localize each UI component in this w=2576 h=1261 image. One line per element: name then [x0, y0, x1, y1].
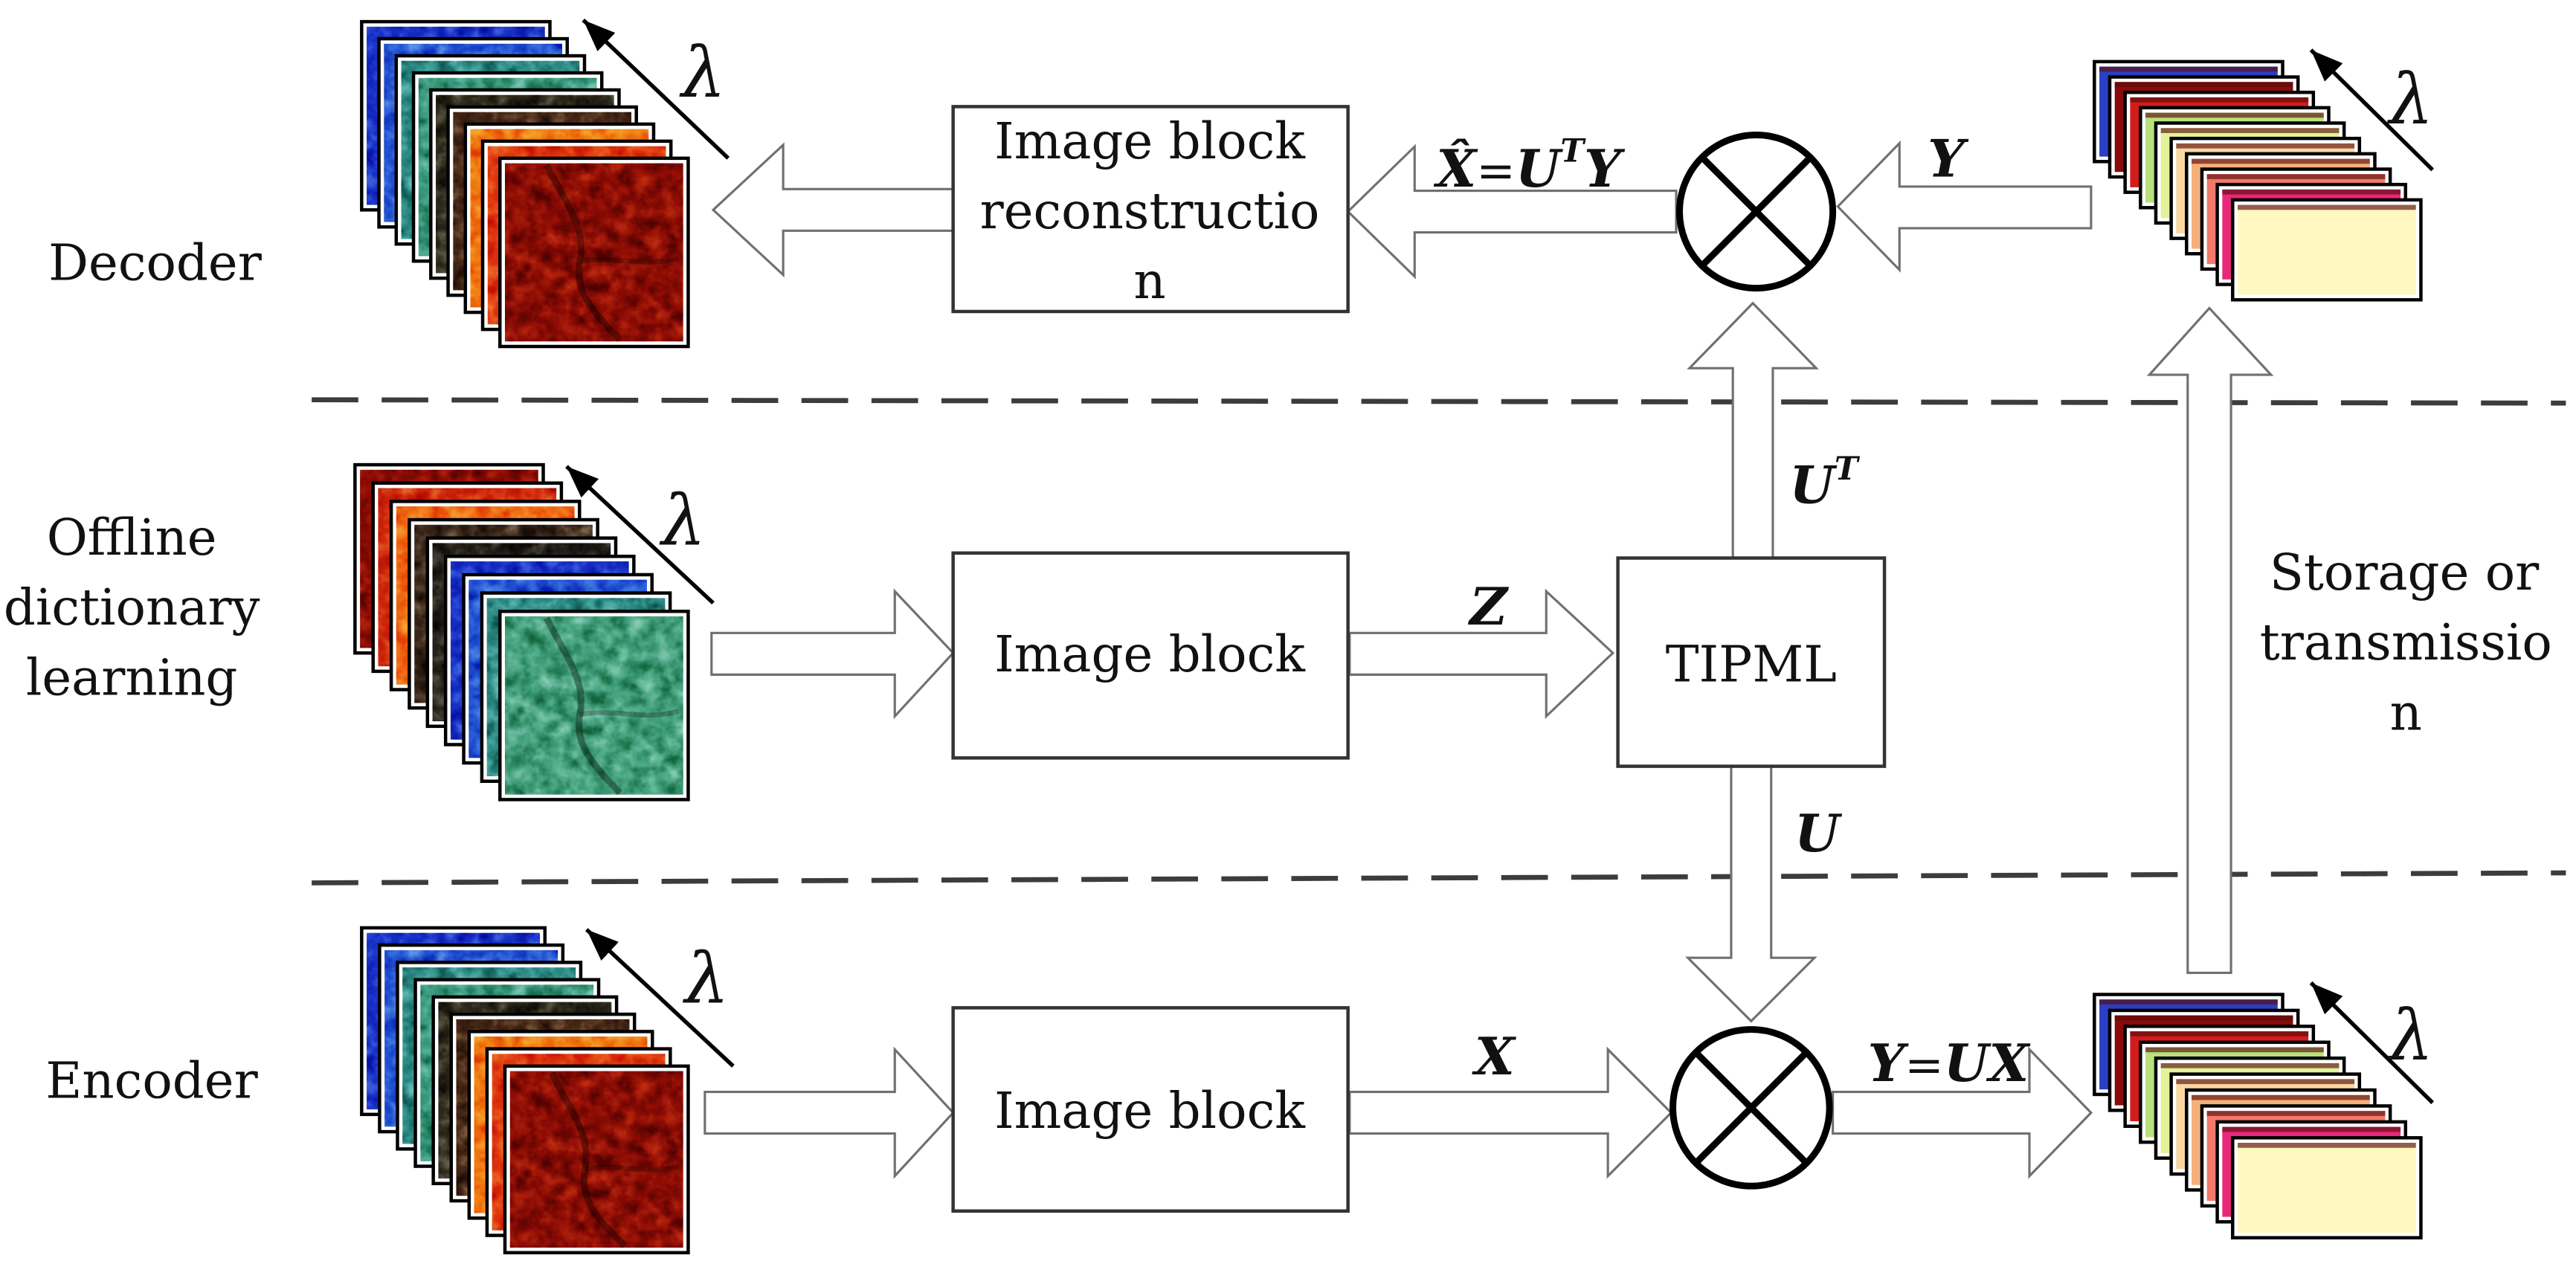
input-block-symbol: X — [1472, 1027, 1517, 1087]
wavelength-label-compressed: λ — [2386, 996, 2434, 1077]
equals-sign: = — [1904, 1038, 1944, 1092]
offline-row-label-line-3: learning — [26, 648, 238, 706]
reconstruction-box-line-3: n — [1133, 252, 1165, 310]
compressed-measurement-cube — [2093, 993, 2423, 1239]
wavelength-label-received: λ — [2386, 59, 2434, 141]
dictionary-symbol: U — [1794, 804, 1843, 864]
wavelength-label-encoder: λ — [682, 939, 730, 1020]
decoder-offline-separator — [312, 397, 2566, 406]
wavelength-axis-arrow-offline — [565, 465, 715, 604]
arrow-multiply-to-compressed-cube — [1832, 1046, 2093, 1179]
image-block-reconstruction-box — [951, 105, 1350, 314]
offline-image-block-box — [951, 551, 1350, 760]
wavelength-axis-arrow-decoder — [582, 18, 730, 160]
arrow-tipml-to-decoder-multiply — [1687, 301, 1819, 560]
arrow-image-block-to-encoder-multiply — [1348, 1046, 1673, 1179]
equals-sign: = — [1476, 143, 1516, 198]
arrow-storage-or-transmission — [2146, 306, 2274, 974]
input-image-cube — [360, 926, 690, 1255]
decoded-image-cube-band-9 — [498, 156, 690, 349]
arrow-input-cube-to-image-block — [703, 1046, 955, 1179]
encoder-image-block-box — [951, 1006, 1350, 1213]
training-image-cube — [353, 462, 690, 802]
channel-label-line-3: n — [2390, 683, 2422, 741]
offline-row-label-line-1: Offline — [47, 509, 217, 567]
x-symbol: X — [1986, 1033, 2031, 1094]
transpose-superscript: T — [1835, 451, 1861, 488]
input-image-cube-band-9 — [503, 1064, 690, 1255]
reconstruction-box-line-1: Image block — [994, 112, 1306, 170]
offline-encoder-separator — [312, 870, 2566, 886]
wavelength-axis-arrow-compressed — [2309, 981, 2435, 1105]
encoder-image-block-label: Image block — [994, 1082, 1306, 1140]
arrow-training-cube-to-image-block — [710, 588, 955, 720]
reconstruction-box-line-2: reconstructio — [980, 182, 1320, 240]
encoder-row-label: Encoder — [45, 1051, 258, 1109]
offline-image-block-label: Image block — [994, 625, 1306, 683]
y-symbol: Y — [1868, 1033, 1910, 1094]
wavelength-axis-arrow-received — [2309, 48, 2435, 172]
y-symbol: Y — [1584, 139, 1626, 199]
wavelength-label-decoder: λ — [678, 33, 726, 114]
arrow-image-block-to-tipml — [1348, 588, 1615, 720]
wavelength-label-offline: λ — [659, 481, 706, 562]
transpose-superscript: T — [1560, 132, 1586, 170]
compressed-measurement-cube-band-10 — [2231, 1136, 2423, 1239]
decoded-image-cube — [360, 19, 690, 349]
channel-label-line-2: transmissio — [2260, 613, 2552, 671]
tipml-label: TIPML — [1666, 635, 1837, 693]
training-data-symbol: Z — [1467, 577, 1509, 637]
reconstruction-equation: X̂=UTY — [1433, 132, 1626, 199]
multiply-operator-encoder — [1669, 1026, 1833, 1190]
x-hat-symbol: X̂ — [1433, 138, 1478, 199]
offline-row-label-line-2: dictionary — [4, 578, 260, 636]
arrow-multiply-to-reconstruction — [1346, 143, 1678, 280]
channel-label-line-1: Storage or — [2270, 544, 2540, 602]
arrow-received-cube-to-multiply — [1836, 140, 2093, 273]
u-symbol: U — [1516, 139, 1564, 199]
multiply-operator-decoder — [1676, 131, 1837, 292]
training-image-cube-band-9 — [498, 609, 690, 802]
tipml-box — [1616, 556, 1887, 768]
arrow-reconstruction-to-decoded-cube — [711, 142, 955, 278]
u-symbol: U — [1944, 1033, 1992, 1094]
received-measurement-cube-band-10 — [2231, 198, 2423, 302]
received-measurement-symbol: Y — [1928, 129, 1969, 189]
u-symbol: U — [1789, 456, 1838, 516]
decoder-row-label: Decoder — [48, 233, 263, 291]
received-measurement-cube — [2093, 59, 2423, 302]
projection-equation: Y=UX — [1868, 1033, 2032, 1094]
wavelength-axis-arrow-encoder — [585, 928, 735, 1068]
arrow-tipml-to-encoder-multiply — [1684, 765, 1817, 1023]
transposed-dictionary-symbol: UT — [1789, 451, 1861, 515]
